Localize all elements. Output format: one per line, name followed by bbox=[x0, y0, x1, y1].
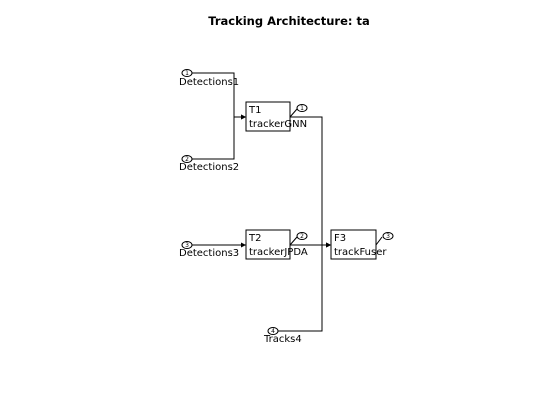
wire-f3-out bbox=[375, 236, 383, 246]
block-type: trackFuser bbox=[334, 247, 387, 258]
output-port-number: 1 bbox=[300, 105, 304, 112]
input-port-detections2: 2 Detections2 bbox=[179, 155, 239, 173]
input-port-icon bbox=[267, 327, 279, 335]
block-box bbox=[245, 229, 291, 260]
block-t1: T1 trackerGNN 1 bbox=[245, 101, 308, 132]
input-port-detections1: 1 Detections1 bbox=[179, 69, 239, 88]
block-name: F3 bbox=[334, 233, 346, 244]
block-f3: F3 trackFuser 3 bbox=[330, 229, 394, 260]
block-type: trackerJPDA bbox=[249, 247, 308, 258]
wire-t1-out bbox=[289, 108, 298, 118]
output-port-icon bbox=[382, 232, 394, 240]
diagram-title: Tracking Architecture: ta bbox=[208, 14, 370, 28]
output-port-number: 2 bbox=[300, 233, 304, 240]
wire-t1-f3 bbox=[290, 116, 331, 248]
output-port-number: 3 bbox=[386, 233, 390, 240]
wire-detections2-t1 bbox=[191, 114, 246, 160]
input-label: Detections2 bbox=[179, 162, 239, 173]
input-port-icon bbox=[181, 69, 193, 77]
input-port-number: 3 bbox=[185, 242, 189, 249]
block-t2: T2 trackerJPDA 2 bbox=[245, 229, 308, 260]
input-port-icon bbox=[181, 155, 193, 163]
input-label: Tracks4 bbox=[263, 334, 302, 345]
input-port-detections3: 3 Detections3 bbox=[179, 241, 239, 259]
wire-t2-out bbox=[289, 236, 298, 246]
input-port-number: 1 bbox=[185, 70, 189, 77]
block-box bbox=[245, 101, 291, 132]
output-port-icon bbox=[296, 104, 308, 112]
block-type: trackerGNN bbox=[249, 119, 307, 130]
block-box bbox=[330, 229, 377, 260]
block-name: T1 bbox=[248, 105, 261, 116]
connection-wires bbox=[191, 72, 383, 332]
input-port-tracks4: 4 Tracks4 bbox=[263, 327, 302, 345]
input-port-number: 2 bbox=[185, 156, 189, 163]
input-port-icon bbox=[181, 241, 193, 249]
wire-tracks4-f3 bbox=[277, 242, 331, 332]
block-name: T2 bbox=[248, 233, 261, 244]
input-label: Detections1 bbox=[179, 77, 239, 88]
input-port-number: 4 bbox=[271, 328, 275, 335]
input-label: Detections3 bbox=[179, 248, 239, 259]
output-port-icon bbox=[296, 232, 308, 240]
